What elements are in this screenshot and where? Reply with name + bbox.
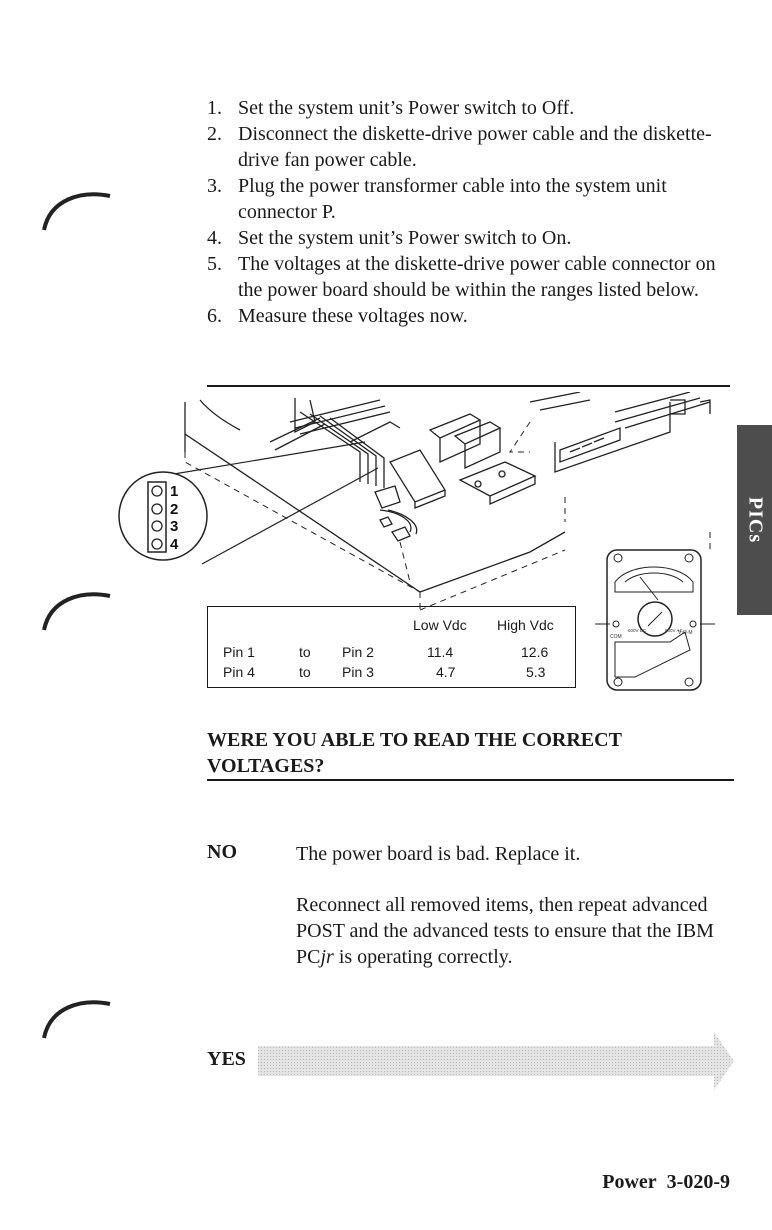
- cell-high: 12.6: [521, 644, 549, 660]
- multimeter-icon: COM V·Ω·M 600V DC 600V AC: [595, 549, 715, 691]
- cell-to: to: [299, 644, 311, 660]
- cell-pin: Pin 2: [342, 644, 374, 660]
- pin-label: 2: [170, 501, 178, 518]
- col-header-high: High Vdc: [497, 617, 554, 633]
- step-item: 2.Disconnect the diskette-drive power ca…: [207, 123, 712, 171]
- cell-low: 4.7: [436, 664, 456, 680]
- voltage-table: Low Vdc High Vdc Pin 1 to Pin 2 11.4 12.…: [207, 606, 576, 688]
- procedure-steps: 1.Set the system unit’s Power switch to …: [207, 95, 727, 329]
- question-heading: WERE YOU ABLE TO READ THE CORRECT VOLTAG…: [207, 729, 622, 777]
- step-item: 4.Set the system unit’s Power switch to …: [207, 227, 572, 249]
- pin-label: 3: [170, 518, 178, 535]
- step-item: 1.Set the system unit’s Power switch to …: [207, 97, 575, 119]
- binder-hole: [42, 592, 111, 631]
- no-label: NO: [207, 841, 237, 863]
- cell-low: 11.4: [427, 644, 454, 660]
- step-item: 5.The voltages at the diskette-drive pow…: [207, 253, 716, 301]
- cell-pin: Pin 3: [342, 664, 374, 680]
- divider: [207, 779, 734, 781]
- page-footer: Power 3-020-9: [602, 1171, 730, 1193]
- svg-text:600V DC: 600V DC: [628, 628, 647, 633]
- section-tab-label: PICs: [744, 496, 766, 544]
- pin-label: 4: [170, 536, 179, 553]
- step-item: 6.Measure these voltages now.: [207, 305, 468, 327]
- binder-hole: [42, 192, 111, 231]
- section-tab: PICs: [737, 425, 772, 615]
- binder-hole: [42, 1000, 111, 1039]
- divider: [207, 385, 730, 387]
- yes-label: YES: [207, 1048, 246, 1070]
- step-item: 3.Plug the power transformer cable into …: [207, 175, 667, 223]
- svg-text:COM: COM: [610, 634, 622, 640]
- col-header-low: Low Vdc: [413, 617, 467, 633]
- svg-text:V·Ω·M: V·Ω·M: [678, 630, 693, 636]
- cell-from: Pin 4: [223, 664, 255, 680]
- no-text-2: Reconnect all removed items, then repeat…: [296, 894, 714, 968]
- no-text-1: The power board is bad. Replace it.: [296, 843, 581, 865]
- svg-text:600V AC: 600V AC: [665, 628, 684, 633]
- cell-to: to: [299, 664, 311, 680]
- yes-arrow-icon: [258, 1032, 734, 1090]
- power-board-diagram: 1 2 3 4 COM V·Ω·M 600V DC 600V AC: [118, 392, 715, 691]
- cell-high: 5.3: [526, 664, 546, 680]
- cell-from: Pin 1: [223, 644, 255, 660]
- pin-label: 1: [170, 483, 178, 500]
